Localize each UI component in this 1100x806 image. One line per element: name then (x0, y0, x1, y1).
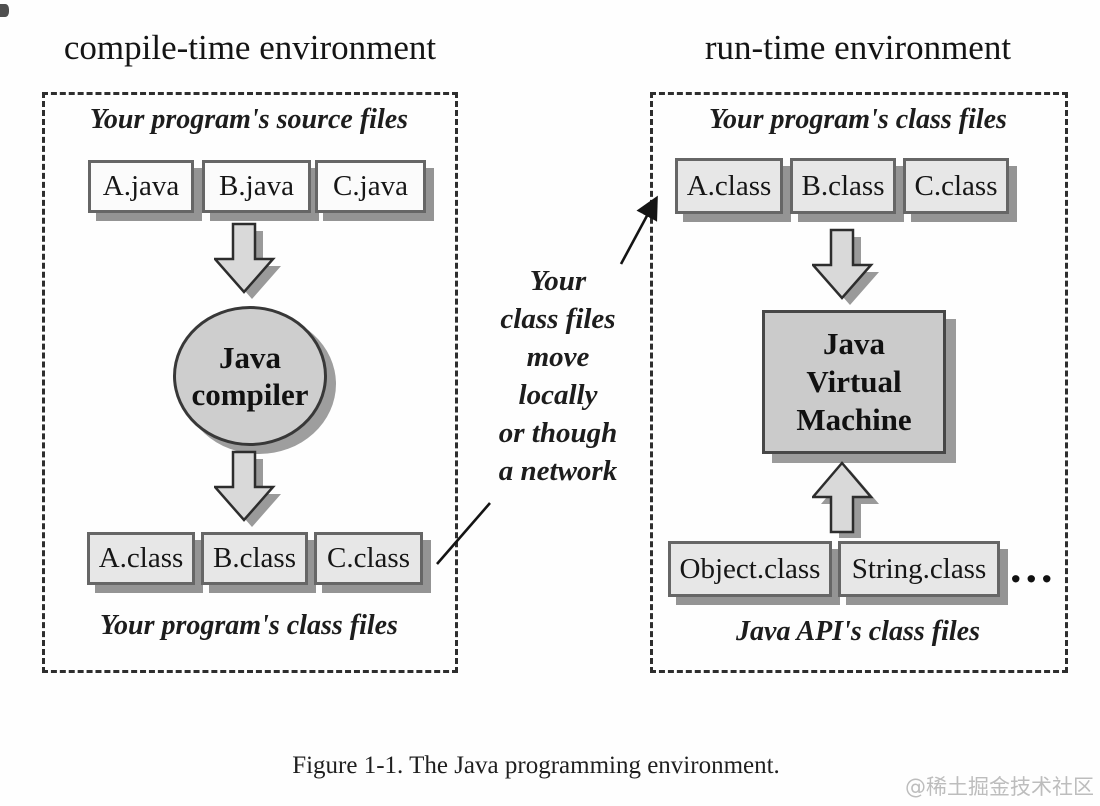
file-box-object-class: Object.class (668, 541, 832, 597)
file-box-b-class-left: B.class (201, 532, 308, 585)
java-compiler-circle: Java compiler (173, 306, 327, 446)
note-line6: a network (498, 455, 618, 487)
scan-artifact-mark (0, 4, 9, 17)
java-virtual-machine-box: Java Virtual Machine (762, 310, 946, 454)
arrow-body (812, 228, 874, 300)
file-box-c-class-left: C.class (314, 532, 423, 585)
file-box-b-java: B.java (202, 160, 311, 213)
note-line5: or though (498, 417, 618, 449)
down-block-arrow-sources-to-compiler (214, 222, 281, 299)
note-line4: locally (518, 379, 598, 411)
file-box-c-class-right: C.class (903, 158, 1009, 214)
file-box-b-class-right: B.class (790, 158, 896, 214)
arrow-body (214, 450, 276, 522)
java-api-class-files-label: Java API's class files (736, 616, 980, 647)
arrow-body (214, 222, 276, 294)
jvm-label-line3: Machine (796, 402, 912, 437)
jvm-label-line1: Java (823, 326, 885, 361)
down-block-arrow-compiler-to-classes (214, 450, 281, 527)
arrow-body (812, 461, 874, 534)
file-box-string-class: String.class (838, 541, 1000, 597)
note-line2: class files (500, 303, 616, 335)
figure-caption: Figure 1-1. The Java programming environ… (292, 752, 780, 779)
run-time-environment-title: run-time environment (704, 28, 1012, 67)
program-class-files-label-right: Your program's class files (709, 104, 1007, 135)
compile-time-environment-title: compile-time environment (63, 28, 437, 67)
file-box-a-class-right: A.class (675, 158, 783, 214)
source-files-label: Your program's source files (89, 104, 409, 135)
juejin-watermark: @稀土掘金技术社区 (905, 775, 1094, 799)
file-box-a-class-left: A.class (87, 532, 195, 585)
file-box-c-java: C.java (315, 160, 426, 213)
class-files-move-note: Your class files move locally or though … (468, 262, 648, 490)
note-line1: Your (529, 265, 587, 297)
compiler-label-line1: Java (219, 340, 281, 375)
run-time-panel (650, 92, 1068, 673)
program-class-files-label-left: Your program's class files (100, 610, 398, 641)
up-block-arrow-api-to-jvm (812, 461, 879, 538)
jvm-label-line2: Virtual (806, 364, 902, 399)
api-ellipsis: ... (1010, 541, 1057, 592)
compile-time-panel (42, 92, 458, 673)
note-line3: move (526, 341, 590, 373)
compiler-label-line2: compiler (191, 377, 309, 412)
file-box-a-java: A.java (88, 160, 194, 213)
down-block-arrow-classes-to-jvm (812, 228, 879, 305)
